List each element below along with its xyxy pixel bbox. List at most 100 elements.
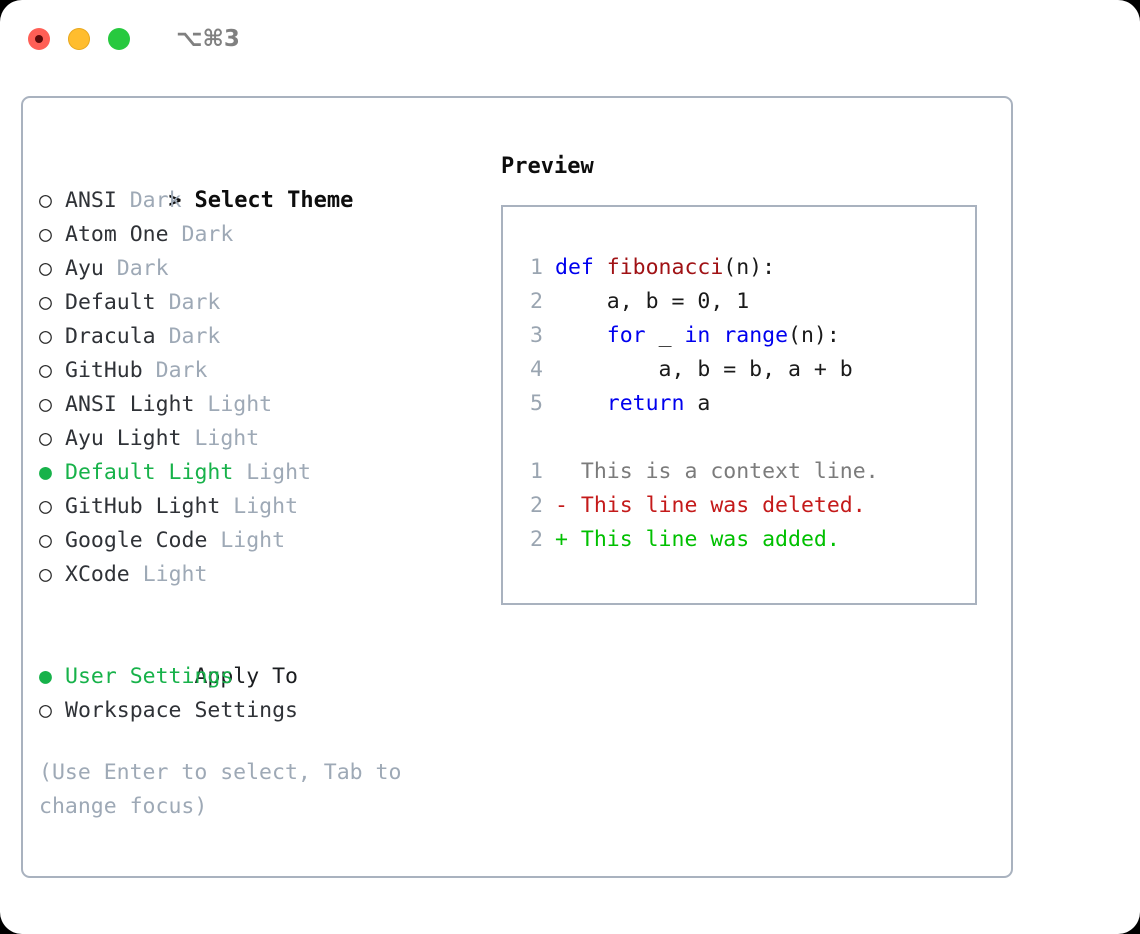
theme-list-item[interactable]: ○ Ayu Light Light bbox=[39, 422, 489, 456]
line-number: 1 bbox=[530, 255, 543, 280]
code-token bbox=[555, 391, 607, 416]
theme-category-tag: Light bbox=[207, 392, 273, 417]
theme-name: ANSI Light bbox=[65, 392, 195, 417]
line-number: 3 bbox=[530, 323, 543, 348]
diff-line: 2+ This line was added. bbox=[517, 523, 975, 557]
theme-name: Default Light bbox=[65, 460, 234, 485]
radio-unselected-icon: ○ bbox=[39, 392, 52, 417]
apply-to-heading: Apply To bbox=[194, 664, 299, 689]
theme-list-item[interactable]: ○GitHub Dark bbox=[39, 354, 489, 388]
apply-to-list: ● User Settings ○ Workspace Settings bbox=[39, 660, 489, 728]
code-token: fibonacci bbox=[606, 255, 724, 280]
code-token: range bbox=[723, 323, 789, 348]
radio-selected-icon: ● bbox=[39, 460, 52, 485]
apply-to-heading-row: Apply To bbox=[39, 626, 489, 689]
theme-name: Google Code bbox=[65, 528, 208, 553]
theme-name: Ayu Light bbox=[65, 426, 182, 451]
maximize-button[interactable] bbox=[108, 28, 130, 50]
radio-unselected-icon: ○ bbox=[39, 562, 52, 587]
code-token bbox=[710, 323, 723, 348]
page-title: Select Theme bbox=[194, 188, 354, 213]
traffic-lights bbox=[28, 28, 130, 50]
line-number: 2 bbox=[530, 289, 543, 314]
preview-box: 1 def fibonacci (n): 2 a, b = 0, 1 3 for _ i… bbox=[501, 205, 977, 605]
theme-list-item[interactable]: ○Ayu Dark bbox=[39, 252, 489, 286]
theme-category-tag: Dark bbox=[168, 290, 221, 315]
apply-to-item[interactable]: ● User Settings bbox=[39, 660, 489, 694]
theme-category-tag: Dark bbox=[168, 324, 221, 349]
code-token: a, b = 0, 1 bbox=[555, 289, 750, 314]
theme-list-item[interactable]: ○ ANSI Light Light bbox=[39, 388, 489, 422]
diff-text: - This line was deleted. bbox=[555, 493, 866, 518]
code-line: 3 for _ in range(n): bbox=[517, 319, 975, 353]
theme-category-tag: Dark bbox=[181, 222, 234, 247]
radio-unselected-icon: ○ bbox=[39, 426, 52, 451]
diff-sample: 1 This is a context line. 2 - This line wa… bbox=[517, 455, 975, 557]
code-token: in bbox=[684, 323, 711, 348]
radio-unselected-icon: ○ bbox=[39, 188, 52, 213]
keyboard-hint: (Use Enter to select, Tab to change focu… bbox=[39, 760, 402, 819]
radio-unselected-icon: ○ bbox=[39, 698, 52, 723]
theme-category-tag: Dark bbox=[155, 358, 208, 383]
close-button[interactable] bbox=[28, 28, 50, 50]
line-number: 1 bbox=[530, 459, 543, 484]
code-token: a bbox=[684, 391, 711, 416]
theme-category-tag: Light bbox=[233, 494, 299, 519]
code-sample: 1 def fibonacci (n): 2 a, b = 0, 1 3 for _ i… bbox=[517, 251, 975, 421]
theme-list-item[interactable]: ○XCode Light bbox=[39, 558, 489, 592]
radio-unselected-icon: ○ bbox=[39, 494, 52, 519]
line-number: 2 bbox=[530, 527, 543, 552]
theme-list-item[interactable]: ○ANSI Dark bbox=[39, 184, 489, 218]
select-theme-heading-row: > Select Theme bbox=[39, 150, 489, 213]
diff-text: This is a context line. bbox=[555, 459, 879, 484]
code-diff-spacer bbox=[517, 421, 975, 455]
theme-list-item[interactable]: ○ Dracula Dark bbox=[39, 320, 489, 354]
theme-list-item[interactable]: ○ Atom One Dark bbox=[39, 218, 489, 252]
minimize-button[interactable] bbox=[68, 28, 90, 50]
theme-list-item[interactable]: ● Default Light Light bbox=[39, 456, 489, 490]
theme-name: GitHub Light bbox=[65, 494, 221, 519]
apply-to-label: User Settings bbox=[65, 664, 234, 689]
theme-category-tag: Dark bbox=[129, 188, 182, 213]
apply-to-label: Workspace Settings bbox=[65, 698, 298, 723]
theme-name: Default bbox=[65, 290, 156, 315]
code-token bbox=[555, 323, 607, 348]
diff-line: 1 This is a context line. bbox=[517, 455, 975, 489]
theme-category-tag: Light bbox=[220, 528, 286, 553]
keyboard-shortcut-label: ⌥⌘3 bbox=[176, 26, 240, 52]
close-icon bbox=[35, 35, 43, 43]
list-spacer bbox=[39, 592, 489, 626]
line-number: 5 bbox=[530, 391, 543, 416]
radio-unselected-icon: ○ bbox=[39, 222, 52, 247]
apply-to-item[interactable]: ○ Workspace Settings bbox=[39, 694, 489, 728]
theme-category-tag: Light bbox=[142, 562, 208, 587]
line-number: 2 bbox=[530, 493, 543, 518]
code-token: def bbox=[555, 255, 607, 280]
radio-unselected-icon: ○ bbox=[39, 358, 52, 383]
prompt-marker: > bbox=[168, 188, 182, 213]
code-line: 5 return a bbox=[517, 387, 975, 421]
theme-list-item[interactable]: ○ Google Code Light bbox=[39, 524, 489, 558]
code-token: (n): bbox=[788, 323, 840, 348]
theme-list: ○ANSI Dark○Atom One Dark○Ayu Dark○Defaul… bbox=[39, 184, 489, 592]
theme-category-tag: Dark bbox=[116, 256, 169, 281]
title-bar: ⌥⌘3 bbox=[0, 0, 1140, 78]
theme-list-item[interactable]: ○Default Dark bbox=[39, 286, 489, 320]
theme-list-item[interactable]: ○ GitHub Light Light bbox=[39, 490, 489, 524]
theme-name: Ayu bbox=[65, 256, 104, 281]
theme-name: Atom One bbox=[65, 222, 169, 247]
line-number: 4 bbox=[530, 357, 543, 382]
radio-selected-icon: ● bbox=[39, 664, 52, 689]
radio-unselected-icon: ○ bbox=[39, 324, 52, 349]
theme-name: Dracula bbox=[65, 324, 156, 349]
theme-selector-column: >Select Theme ○ANSI Dark○Atom One Dark○A… bbox=[39, 150, 489, 824]
theme-category-tag: Light bbox=[246, 460, 311, 485]
code-line: 4 a, b = b, a + b bbox=[517, 353, 975, 387]
theme-category-tag: Light bbox=[194, 426, 260, 451]
diff-line: 2 - This line was deleted. bbox=[517, 489, 975, 523]
radio-unselected-icon: ○ bbox=[39, 528, 52, 553]
code-token: a, b = b, a + b bbox=[555, 357, 853, 382]
code-token: _ bbox=[645, 323, 685, 348]
